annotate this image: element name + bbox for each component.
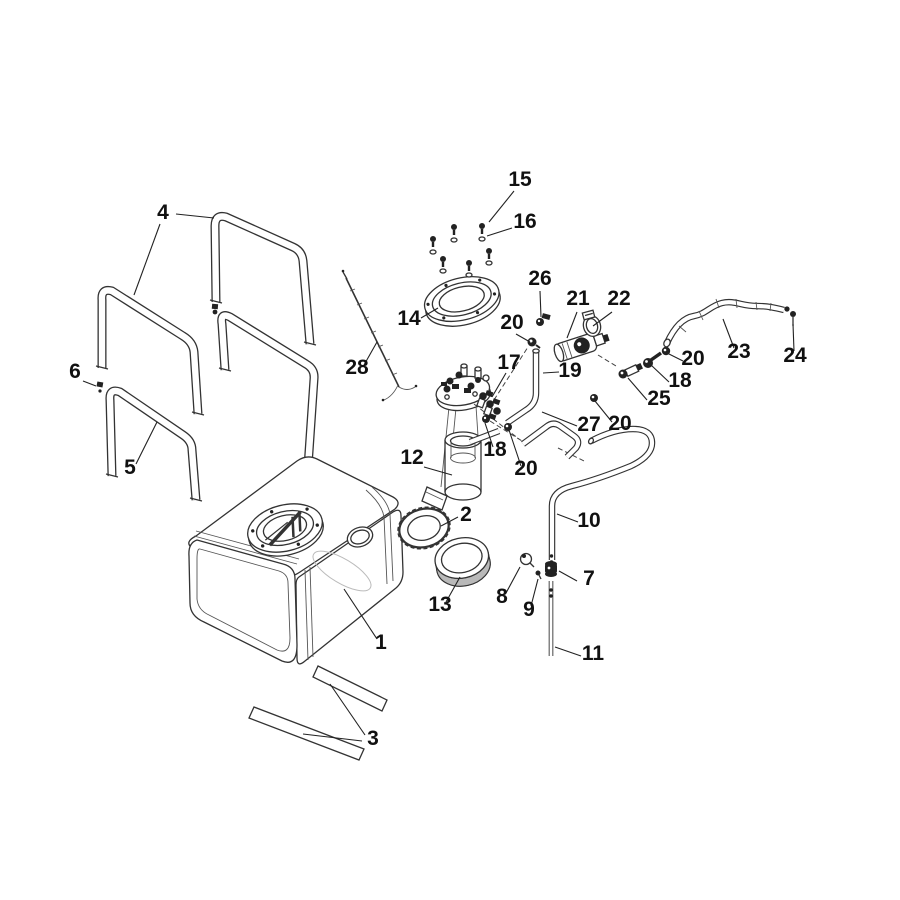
lower-strap-left [105,386,203,502]
callout-10: 10 [577,509,600,532]
clip-8 [519,552,535,568]
tank-seam-left [193,530,314,661]
callout-21: 21 [566,287,590,310]
callout-1: 1 [375,631,387,654]
strap-bolt-6 [96,381,104,393]
callout-labels: 15 16 14 26 20 21 22 23 24 20 18 25 19 1… [69,168,807,750]
callout-3: 3 [367,727,379,750]
callout-19: 19 [558,359,581,382]
check-valve-21 [553,332,610,363]
fuel-tank [188,456,404,665]
callout-20-d: 20 [514,457,537,480]
leader-lines [82,190,795,742]
tube-connector-7 [545,561,557,577]
tank-seam-right [365,486,394,585]
pump-canister [444,431,482,501]
dashed-assembly-axes [473,346,617,462]
callout-18-a: 18 [668,369,692,392]
callout-2: 2 [460,503,472,526]
pump-bracket [421,486,448,511]
tank-filler-flange [247,503,324,557]
callout-18-b: 18 [483,438,507,461]
callout-5: 5 [124,456,136,479]
callout-6: 6 [69,360,81,383]
bolt-fitting-18-center [482,413,497,423]
callout-13: 13 [428,593,451,616]
nut-20-center [504,423,512,431]
fuel-hose-23 [663,298,790,348]
tank-front-face-lip [196,548,291,652]
callout-23: 23 [727,340,750,363]
callout-7: 7 [583,567,595,590]
hose-clamp-22 [581,309,602,338]
upper-strap-right [209,211,317,346]
callout-26: 26 [528,267,551,290]
callout-27: 27 [577,413,600,436]
callout-12: 12 [400,446,423,469]
tank-pump-opening [346,526,374,548]
elbow-tube-19 [505,348,540,426]
bolt-fitting-18-right [643,351,663,368]
callout-17: 17 [497,351,520,374]
callout-8: 8 [496,585,508,608]
vent-tube-10 [548,425,656,564]
callout-25: 25 [647,387,671,410]
fuel-pump-module [421,363,492,511]
tank-highlight [312,550,372,592]
callout-24: 24 [783,344,807,367]
screw-24 [790,311,796,326]
callout-14: 14 [397,307,421,330]
flange-ring [423,276,501,327]
tube-stub [468,427,501,446]
flange-screws-and-washers [429,223,493,278]
callout-16: 16 [513,210,536,233]
seal-ring [434,537,491,587]
nut-20-mid [590,394,598,402]
screw-9 [535,570,542,580]
sender-rod [341,269,418,402]
tank-logo [264,510,302,547]
pump-fittings-17 [475,390,501,417]
mounting-strips [248,665,388,761]
callout-20-c: 20 [608,412,631,435]
elbow-fitting-26 [536,313,551,326]
pump-head-fittings [441,363,490,400]
strip-upper [312,665,388,712]
upper-strap-left [95,285,205,416]
callout-20-a: 20 [500,311,523,334]
tank-front-face [188,539,298,663]
callout-28: 28 [345,356,369,379]
tee-fitting-25 [618,363,643,379]
u-tube-27 [521,420,582,460]
strap-bolt-under-upper-right [211,303,219,315]
strip-lower [248,706,365,761]
callout-22: 22 [607,287,630,310]
drain-tube-11 [548,581,554,656]
nut-20-left [527,337,541,349]
callout-15: 15 [508,168,532,191]
tank-right-face [295,509,404,665]
callout-9: 9 [523,598,535,621]
callout-20-b: 20 [681,347,704,370]
callout-11: 11 [582,642,605,665]
callout-4: 4 [157,201,169,224]
